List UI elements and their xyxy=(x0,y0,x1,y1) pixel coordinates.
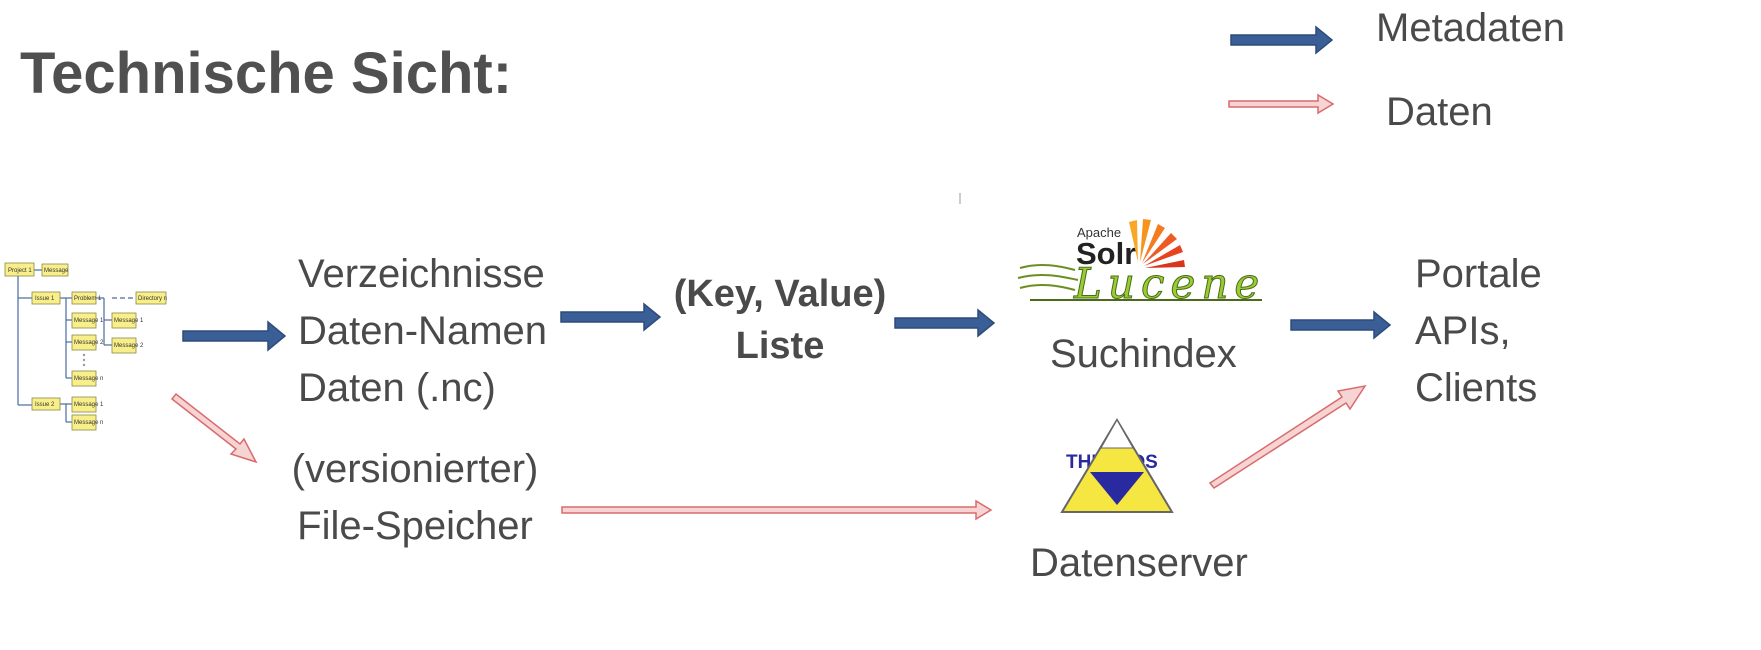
page-title: Technische Sicht: xyxy=(20,41,513,106)
file-storage-line-1: (versionierter) xyxy=(291,447,539,491)
tree-labels: Project 1 Message Issue 1 Problem 1 Dire… xyxy=(8,268,167,426)
tree-issue2-label: Issue 2 xyxy=(35,402,55,408)
legend-data-label: Daten xyxy=(1386,90,1493,134)
legend-metadata-arrow xyxy=(1230,25,1334,55)
tree-message-folder xyxy=(41,263,69,277)
portals-line-3: Clients xyxy=(1415,366,1538,410)
metadata-arrow-tree-to-directories xyxy=(182,320,287,352)
directories-node: Verzeichnisse Daten-Namen Daten (.nc) xyxy=(298,246,547,417)
tree-issue2-msgn-label: Message n xyxy=(74,420,103,426)
tree-project-folder xyxy=(4,262,35,277)
key-value-line-2: Liste xyxy=(735,325,825,367)
thredds-logo xyxy=(1060,418,1174,513)
lucene-logo: Lucene xyxy=(1017,259,1265,309)
tree-message-label: Message xyxy=(44,268,69,274)
data-arrow-tree-to-filestore xyxy=(170,392,258,464)
file-storage-node: (versionierter) File-Speicher xyxy=(275,441,555,555)
tree-message-n-folder xyxy=(71,370,97,387)
tree-msg1-label: Message 1 xyxy=(74,318,104,324)
tree-sub-message-1-folder xyxy=(111,312,137,329)
tree-message-2-folder xyxy=(71,334,97,351)
tree-issue2-message-1-folder xyxy=(71,396,97,413)
tree-directory-folder xyxy=(135,291,167,305)
portals-line-1: Portale xyxy=(1415,252,1542,296)
tree-message-1-folder xyxy=(71,312,97,329)
directories-line-1: Verzeichnisse xyxy=(298,252,545,296)
tree-issue1-folder xyxy=(31,291,61,305)
solr-logo-text: Solr xyxy=(1076,236,1137,271)
tree-issue2-folder xyxy=(31,397,61,411)
portals-line-2: APIs, xyxy=(1415,309,1511,353)
apache-logo-text: Apache xyxy=(1077,225,1122,240)
tree-msgn-label: Message n xyxy=(74,376,103,382)
data-server-label: Datenserver xyxy=(1030,541,1248,585)
solr-sun-icon xyxy=(1129,219,1185,268)
legend-metadata-label: Metadaten xyxy=(1376,6,1566,50)
tree-msg2-label: Message 2 xyxy=(74,340,104,346)
tree-directory-label: Directory n xyxy=(138,296,167,302)
tree-issue2-message-n-folder xyxy=(71,414,97,431)
tree-issue2-msg1-label: Message 1 xyxy=(74,402,104,408)
data-arrow-dataserver-to-portals xyxy=(1208,384,1367,489)
tree-issue1-label: Issue 1 xyxy=(35,296,55,302)
key-value-node: (Key, Value) Liste xyxy=(660,268,900,372)
metadata-arrow-searchindex-to-portals xyxy=(1290,310,1392,340)
tree-sub-msg2-label: Message 2 xyxy=(114,343,144,349)
directories-line-3: Daten (.nc) xyxy=(298,366,496,410)
directories-line-2: Daten-Namen xyxy=(298,309,548,353)
data-arrow-filestore-to-dataserver xyxy=(561,499,993,521)
metadata-arrow-directories-to-keyvalue xyxy=(560,302,662,332)
lucene-logo-text: Lucene xyxy=(1073,259,1265,308)
search-index-label: Suchindex xyxy=(1050,332,1237,376)
tree-sub-message-2-folder xyxy=(111,337,137,354)
portals-node: Portale APIs, Clients xyxy=(1415,246,1542,417)
tree-problem-folder xyxy=(71,291,97,305)
legend-data-arrow xyxy=(1228,93,1335,115)
tree-project-label: Project 1 xyxy=(8,268,32,274)
folder-tree-diagram: Project 1 Message Issue 1 Problem 1 Dire… xyxy=(4,262,167,431)
file-storage-line-2: File-Speicher xyxy=(297,504,533,548)
tree-problem-label: Problem 1 xyxy=(74,296,102,302)
key-value-line-1: (Key, Value) xyxy=(673,273,887,315)
metadata-arrow-keyvalue-to-searchindex xyxy=(894,308,996,338)
tree-sub-msg1-label: Message 1 xyxy=(114,318,144,324)
